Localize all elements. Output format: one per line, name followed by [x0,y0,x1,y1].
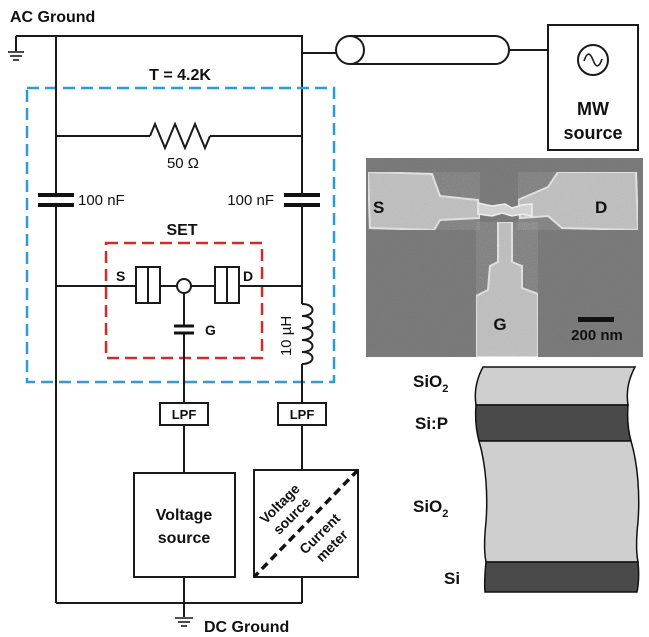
coaxial-cable [335,35,548,65]
set-source-label: S [116,268,125,284]
tunnel-junction-drain [214,266,240,304]
mw-source: MW source [547,24,639,151]
voltage-source-label-line1: Voltage [156,507,213,524]
resistor-50-ohm: 50 Ω [56,121,302,172]
layer-stack: SiO2 Si:P SiO2 Si [413,366,640,593]
ac-ground-label: AC Ground [10,9,95,26]
mw-source-label-line1: MW [577,99,609,119]
voltage-source: Voltage source [133,472,236,578]
layer-sio2-mid [478,440,640,563]
dc-ground-label: DC Ground [204,619,289,636]
sem-gate-label: G [493,315,506,334]
sem-micrograph: S D G 200 nm [366,158,643,358]
layer-sio2-top-label: SiO2 [413,372,448,395]
temperature-label: T = 4.2K [149,67,211,84]
set-drain-label: D [243,268,253,284]
sem-source-label: S [373,198,384,217]
lpf-right-label: LPF [290,407,315,422]
tunnel-junction-source [135,266,161,304]
cryostat-boundary [25,86,336,384]
capacitor-left: 100 nF [38,192,125,209]
voltage-source-label-line2: source [158,530,211,547]
capacitor-right: 100 nF [227,192,320,209]
resistor-label: 50 Ω [167,155,199,172]
lpf-left-label: LPF [172,407,197,422]
mw-source-label-line2: source [563,123,622,143]
ac-ground-wire [16,35,336,54]
layer-si-label: Si [444,569,460,588]
sem-drain-label: D [595,198,607,217]
scale-bar-label: 200 nm [571,327,623,344]
ac-ground-symbol [8,36,24,61]
set-label: SET [166,222,197,239]
ac-source-icon [577,44,609,76]
capacitor-right-label: 100 nF [227,192,274,209]
layer-si [483,561,640,593]
layer-sip [474,404,632,442]
layer-sip-label: Si:P [415,414,448,433]
inductor-label: 10 µH [278,316,295,356]
island-node [176,278,192,294]
gate-capacitor: G [174,293,216,403]
scale-bar [578,317,614,322]
layer-sio2-mid-label: SiO2 [413,497,448,520]
layer-sio2-top [474,366,637,406]
gate-label: G [205,322,216,338]
voltage-source-current-meter: Voltage source Current meter [252,468,360,579]
capacitor-left-label: 100 nF [78,192,125,209]
inductor: 10 µH [278,303,314,403]
dc-ground-symbol [175,603,193,627]
